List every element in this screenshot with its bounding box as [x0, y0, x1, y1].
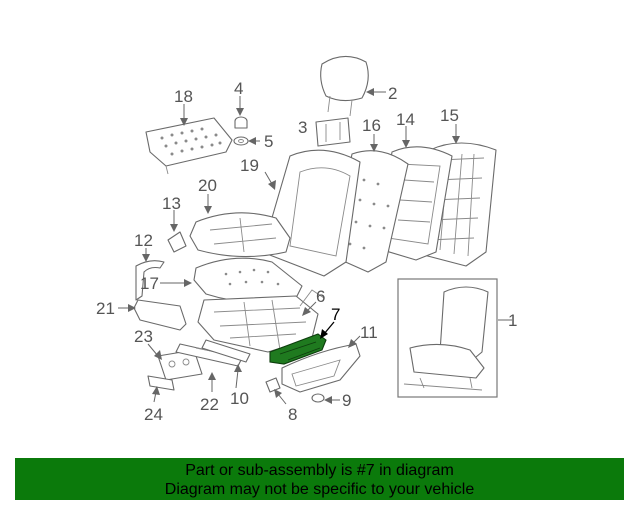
leader-lines	[118, 88, 512, 405]
callout-16: 16	[362, 116, 381, 135]
callout-15: 15	[440, 106, 459, 125]
part-18-heater-mat	[145, 117, 233, 175]
callout-5: 5	[264, 132, 273, 151]
callout-10: 10	[230, 389, 249, 408]
part-7-highlighted	[269, 333, 327, 365]
part-5-washer	[233, 136, 249, 146]
part-3-headrest-guides	[315, 117, 351, 147]
part-12-side-trim	[135, 260, 165, 301]
part-13-trim-piece	[167, 231, 187, 253]
callout-labels: 1 2 3 4 5 6 7 8 9 10 11 12 13 14 15 16 1…	[96, 79, 517, 424]
callout-1: 1	[508, 311, 517, 330]
callout-11: 11	[360, 323, 378, 342]
callout-12: 12	[134, 231, 153, 250]
callout-20: 20	[198, 176, 217, 195]
callout-19: 19	[240, 156, 259, 175]
part-1-seat-assembly	[397, 278, 498, 398]
part-24-switch	[147, 375, 175, 391]
assembly-inset-box	[397, 278, 498, 398]
callout-4: 4	[234, 79, 243, 98]
info-banner: Part or sub-assembly is #7 in diagram Di…	[15, 458, 624, 500]
part-19-back-cover	[261, 149, 361, 277]
part-17-cushion-pad	[193, 257, 303, 303]
part-21-cover-panel	[133, 299, 187, 331]
callout-2: 2	[388, 84, 397, 103]
callout-8: 8	[288, 405, 297, 424]
seat-parts-diagram: 1 2 3 4 5 6 7 8 9 10 11 12 13 14 15 16 1…	[96, 55, 517, 424]
banner-line-disclaimer: Diagram may not be specific to your vehi…	[164, 481, 475, 498]
part-9-knob	[311, 393, 325, 403]
callout-9: 9	[342, 391, 351, 410]
callout-7: 7	[331, 305, 340, 324]
callout-17: 17	[140, 274, 159, 293]
part-2-headrest	[320, 55, 369, 117]
callout-6: 6	[316, 287, 325, 306]
callout-3: 3	[298, 118, 307, 137]
banner-line-part: Part or sub-assembly is #7 in diagram	[185, 462, 454, 479]
part-20-cushion-cover	[189, 212, 291, 258]
part-11-side-shield	[281, 343, 361, 393]
callout-23: 23	[134, 327, 153, 346]
callout-22: 22	[200, 395, 219, 414]
callout-14: 14	[396, 110, 415, 129]
callout-13: 13	[162, 194, 181, 213]
callout-18: 18	[174, 87, 193, 106]
callout-24: 24	[144, 405, 163, 424]
part-8-knob	[265, 377, 281, 393]
part-4-bolt	[234, 116, 248, 129]
callout-21: 21	[96, 299, 115, 318]
part-10-rail	[201, 339, 251, 363]
